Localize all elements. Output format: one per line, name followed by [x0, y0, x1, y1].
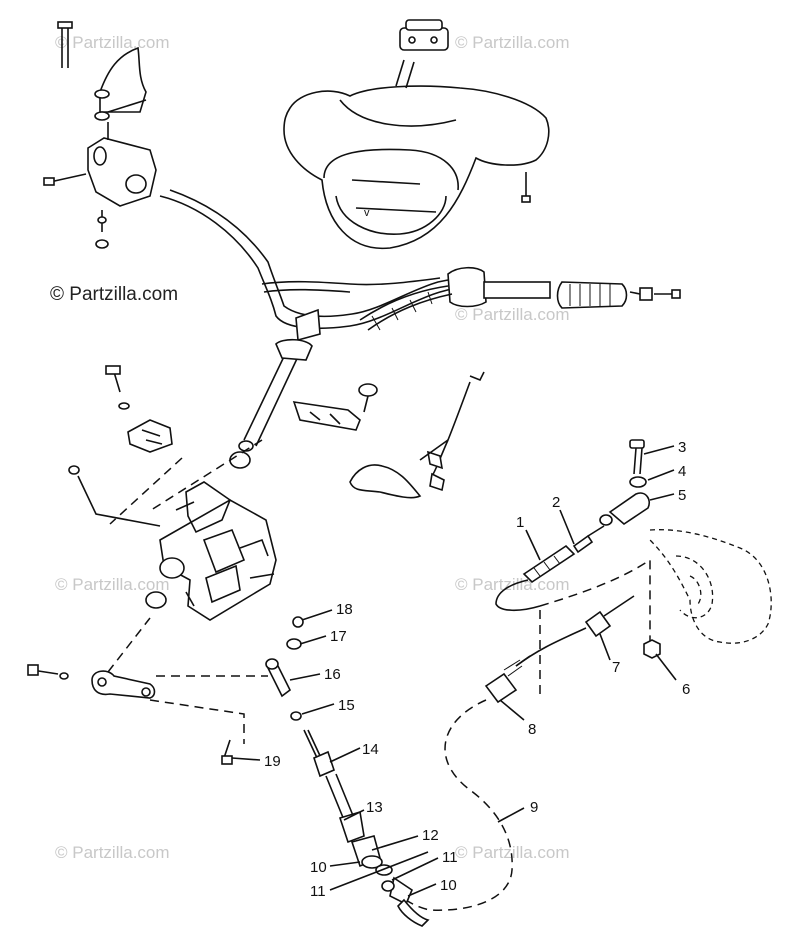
callout-11-right: 11 [442, 849, 458, 866]
tether-switch [292, 371, 485, 499]
watermark-main: © Partzilla.com [50, 284, 178, 305]
callout-15: 15 [338, 697, 355, 714]
steering-support [68, 365, 277, 621]
brake-cable-assembly [381, 439, 772, 927]
callout-4: 4 [678, 463, 686, 480]
callout-8: 8 [528, 721, 536, 738]
callout-13: 13 [366, 799, 383, 816]
callout-2: 2 [552, 494, 560, 511]
callout-14: 14 [362, 741, 379, 758]
callout-1: 1 [516, 514, 524, 531]
handlebar-cover: v [283, 19, 550, 250]
callout-18: 18 [336, 601, 353, 618]
callout-5: 5 [678, 487, 686, 504]
callout-7: 7 [612, 659, 620, 676]
callout-labels: 1 2 3 4 5 6 7 8 9 10 10 11 11 12 13 14 1… [264, 439, 690, 900]
watermark-top-right: © Partzilla.com [455, 33, 570, 52]
steering-arm [27, 617, 268, 765]
watermark-bottom-right: © Partzilla.com [455, 843, 570, 862]
callout-10-lower: 10 [440, 877, 457, 894]
watermark-mid-right: © Partzilla.com [455, 305, 570, 324]
throttle-bracket-group [43, 21, 157, 249]
svg-text:v: v [364, 207, 370, 219]
steering-post [229, 338, 313, 469]
callout-19: 19 [264, 753, 281, 770]
callout-12: 12 [422, 827, 439, 844]
callout-17: 17 [330, 628, 347, 645]
callout-6: 6 [682, 681, 690, 698]
callout-16: 16 [324, 666, 341, 683]
watermark-low-left: © Partzilla.com [55, 575, 170, 594]
watermark-bottom-left: © Partzilla.com [55, 843, 170, 862]
watermark-top-left: © Partzilla.com [55, 33, 170, 52]
leader-lines [231, 445, 677, 897]
handlebar [159, 189, 681, 342]
callout-9: 9 [530, 799, 538, 816]
callout-11-left: 11 [310, 883, 326, 900]
callout-10-upper: 10 [310, 859, 327, 876]
callout-3: 3 [678, 439, 686, 456]
